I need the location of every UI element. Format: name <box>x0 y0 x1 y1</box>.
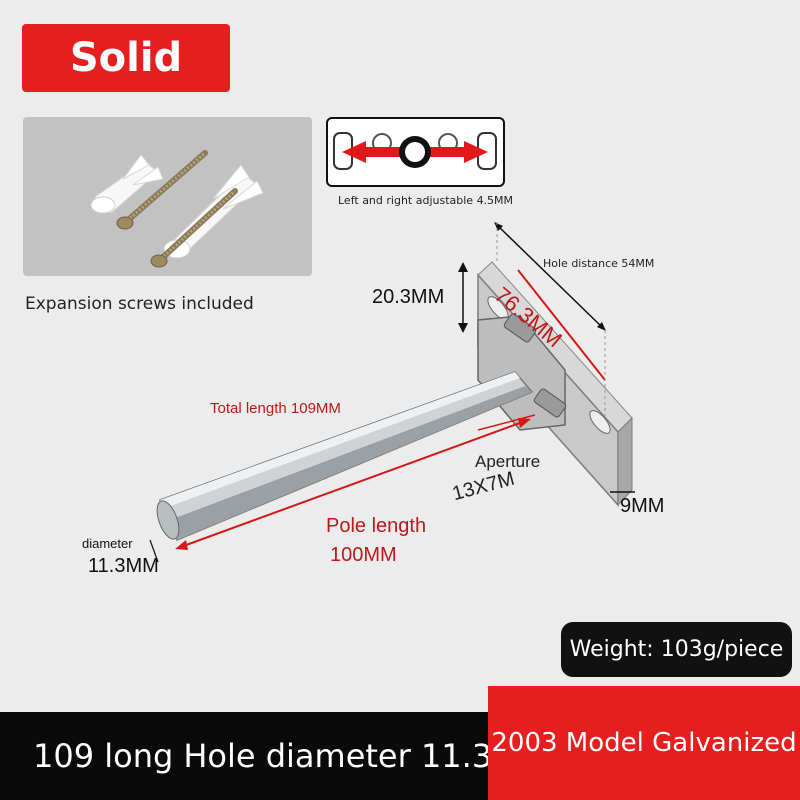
hole-distance-caption: Hole distance 54MM <box>543 257 655 270</box>
adjustable-caption: Left and right adjustable 4.5MM <box>338 194 514 207</box>
total-length-label: Total length 109MM <box>210 400 341 417</box>
aperture-label: Aperture <box>475 452 541 471</box>
plate-height-label: 20.3MM <box>372 286 445 308</box>
solid-badge-label: Solid <box>69 35 183 81</box>
footer-model-bar: 2003 Model Galvanized <box>488 686 800 800</box>
footer-hole-text: Hole diameter 11.3MM <box>183 737 548 775</box>
weight-text: Weight: 103g/piece <box>569 637 784 662</box>
wall-anchor-icon <box>90 154 164 214</box>
footer-spec-bar: 109 long Hole diameter 11.3MM <box>0 712 547 800</box>
footer-length-text: 109 long <box>33 737 174 775</box>
adjustable-slot-diagram <box>326 117 505 187</box>
footer-model-text: 2003 Model Galvanized <box>491 728 797 758</box>
screws-photo-panel <box>23 117 312 276</box>
weight-badge: Weight: 103g/piece <box>561 622 792 677</box>
diameter-label: diameter <box>82 536 133 551</box>
diameter-value: 11.3MM <box>88 555 159 577</box>
pole-length-label: Pole length <box>326 515 427 537</box>
screws-caption: Expansion screws included <box>25 294 254 314</box>
bracket-icon <box>149 222 635 563</box>
pole-length-value: 100MM <box>330 544 397 566</box>
thickness-label: 9MM <box>620 495 665 517</box>
solid-badge: Solid <box>22 24 230 92</box>
screw-icon <box>116 150 208 230</box>
screw-icon <box>150 188 238 268</box>
